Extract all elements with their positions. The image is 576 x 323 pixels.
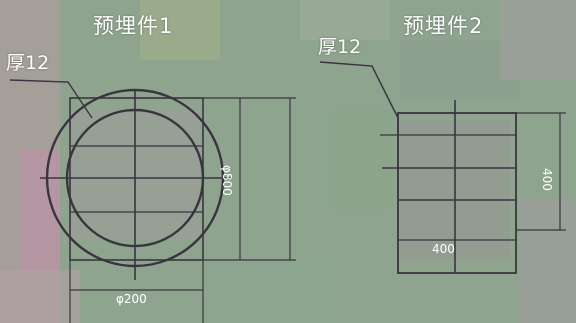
- part1-thickness-label: 厚12: [6, 52, 50, 74]
- part2-thickness-label: 厚12: [318, 36, 362, 58]
- part1-plate: [69, 97, 204, 261]
- part1-leader: [9, 79, 93, 119]
- part1-dim-vertical: φ800: [220, 165, 234, 196]
- part2-dim-vertical: 400: [540, 168, 554, 191]
- part1-dim-bottom: φ200: [116, 292, 147, 306]
- part1-title: 预埋件1: [93, 14, 174, 38]
- part2-dim-bottom: 400: [432, 242, 455, 256]
- part2-title: 预埋件2: [403, 14, 484, 38]
- part2-leader: [319, 61, 399, 119]
- part2-plate: [397, 112, 517, 274]
